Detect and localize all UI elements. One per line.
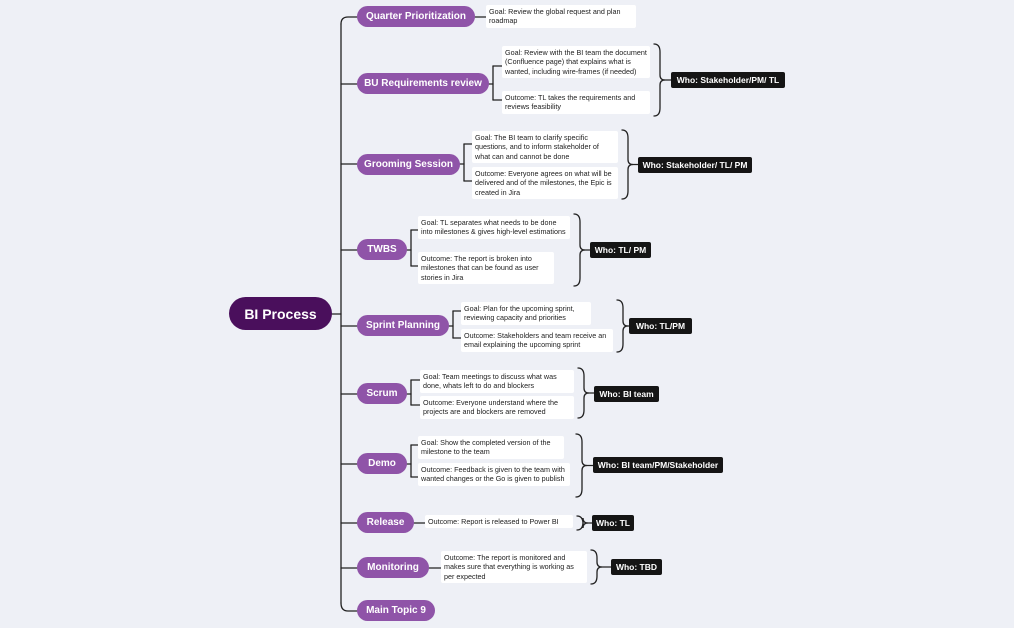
topic-bu-requirements-review[interactable]: BU Requirements review: [357, 73, 489, 94]
note-quarter-prioritization-goal: Goal: Review the global request and plan…: [486, 5, 636, 28]
note-scrum-goal: Goal: Team meetings to discuss what was …: [420, 370, 574, 393]
note-sprint-planning-goal: Goal: Plan for the upcoming sprint, revi…: [461, 302, 591, 325]
who-bu-requirements-review: Who: Stakeholder/PM/ TL: [671, 72, 785, 88]
note-monitoring-outcome: Outcome: The report is monitored and mak…: [441, 551, 587, 584]
bracket-brace: [653, 43, 666, 117]
bracket-brace: [590, 549, 603, 585]
who-demo: Who: BI team/PM/Stakeholder: [593, 457, 723, 473]
topic-quarter-prioritization[interactable]: Quarter Prioritization: [357, 6, 475, 27]
topic-grooming-session[interactable]: Grooming Session: [357, 154, 460, 175]
who-twbs: Who: TL/ PM: [590, 242, 651, 258]
note-scrum-outcome: Outcome: Everyone understand where the p…: [420, 396, 574, 419]
topic-demo[interactable]: Demo: [357, 453, 407, 474]
topic-scrum[interactable]: Scrum: [357, 383, 407, 404]
bracket-brace: [573, 213, 586, 287]
note-bu-requirements-review-outcome: Outcome: TL takes the requirements and r…: [502, 91, 650, 114]
root-topic[interactable]: BI Process: [229, 297, 332, 330]
who-grooming-session: Who: Stakeholder/ TL/ PM: [638, 157, 752, 173]
note-twbs-goal: Goal: TL separates what needs to be done…: [418, 216, 570, 239]
note-demo-outcome: Outcome: Feedback is given to the team w…: [418, 463, 570, 486]
note-grooming-session-outcome: Outcome: Everyone agrees on what will be…: [472, 167, 618, 200]
bracket-brace: [575, 433, 588, 498]
who-sprint-planning: Who: TL/PM: [629, 318, 692, 334]
note-release-outcome: Outcome: Report is released to Power BI: [425, 515, 573, 529]
branch-line: [340, 16, 358, 25]
note-sprint-planning-outcome: Outcome: Stakeholders and team receive a…: [461, 329, 613, 352]
who-monitoring: Who: TBD: [611, 559, 662, 575]
bracket-brace: [616, 299, 629, 353]
who-release: Who: TL: [592, 515, 634, 531]
topic-main-topic-9[interactable]: Main Topic 9: [357, 600, 435, 621]
note-bu-requirements-review-goal: Goal: Review with the BI team the docume…: [502, 46, 650, 79]
bracket-brace: [577, 367, 590, 419]
bracket-brace: [621, 129, 634, 200]
note-demo-goal: Goal: Show the completed version of the …: [418, 436, 564, 459]
topic-sprint-planning[interactable]: Sprint Planning: [357, 315, 449, 336]
who-scrum: Who: BI team: [594, 386, 659, 402]
topic-release[interactable]: Release: [357, 512, 414, 533]
bracket-brace: [576, 515, 589, 531]
topic-twbs[interactable]: TWBS: [357, 239, 407, 260]
note-grooming-session-goal: Goal: The BI team to clarify specific qu…: [472, 131, 618, 164]
branch-line: [340, 602, 358, 612]
topic-monitoring[interactable]: Monitoring: [357, 557, 429, 578]
note-twbs-outcome: Outcome: The report is broken into miles…: [418, 252, 554, 285]
